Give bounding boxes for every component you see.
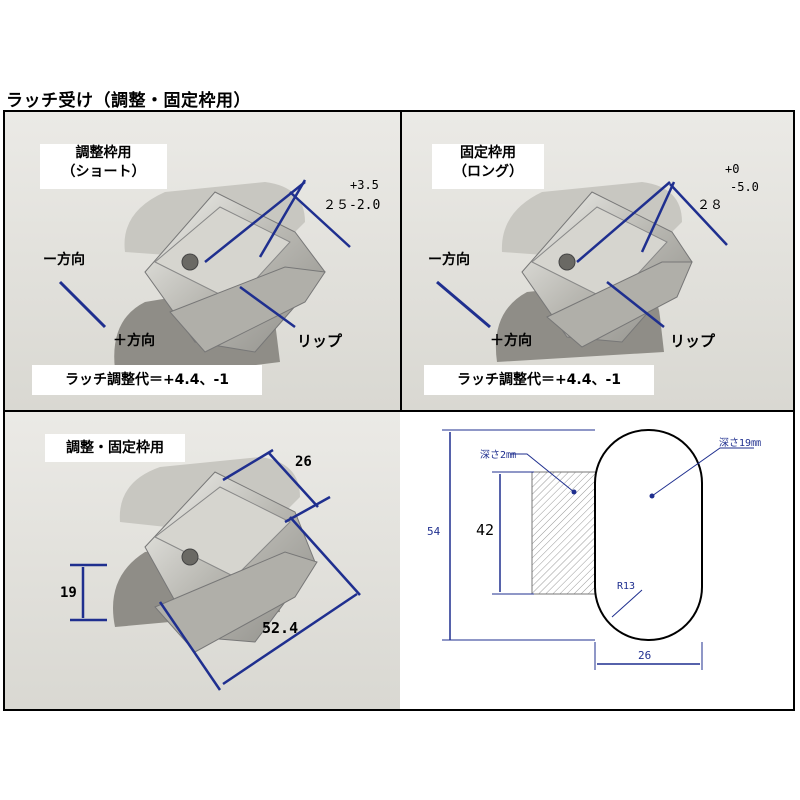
panel-short: 調整枠用 （ショート） +3.5 ２５-2.0 ー方向 ＋方向 リップ ラッチ調… — [5, 112, 400, 410]
label-common: 調整・固定枠用 — [45, 434, 185, 462]
dimension-short: ２５-2.0 — [323, 198, 381, 213]
label-short-line2: （ショート） — [61, 164, 146, 180]
divider-horizontal — [3, 410, 795, 412]
dimension-42: 42 — [476, 521, 495, 539]
adjust-range-long: ラッチ調整代＝+4.4、-1 — [424, 365, 654, 395]
label-long-line2: （ロング） — [453, 164, 523, 180]
depth-small-label: 深さ2㎜ — [480, 450, 517, 461]
dimension-54: 54 — [427, 525, 441, 538]
panel-drawing: 深さ2㎜ 深さ19㎜ 54 42 R13 26 — [402, 412, 793, 709]
radius-r13: R13 — [617, 581, 636, 592]
minus-direction-long: ー方向 — [428, 252, 470, 268]
panel-long: 固定枠用 （ロング） +0 ２８ -5.0 ー方向 ＋方向 リップ ラッチ調整代… — [402, 112, 793, 410]
lip-label-long: リップ — [670, 332, 716, 350]
dimension-26-photo: 26 — [295, 454, 312, 470]
lip-label-short: リップ — [297, 332, 343, 350]
plus-direction-short: ＋方向 — [113, 333, 155, 349]
tolerance-minus-long: -5.0 — [730, 180, 759, 194]
dimension-long: ２８ — [697, 198, 724, 213]
tolerance-plus-short: +3.5 — [350, 178, 379, 192]
label-short: 調整枠用 （ショート） — [40, 144, 167, 189]
dimension-26-drawing: 26 — [638, 649, 652, 662]
dimension-19: 19 — [60, 585, 77, 601]
plus-direction-long: ＋方向 — [490, 333, 532, 349]
label-long: 固定枠用 （ロング） — [432, 144, 544, 189]
panel-common: 調整・固定枠用 26 19 52.4 — [5, 412, 400, 709]
label-long-line1: 固定枠用 — [460, 145, 516, 161]
tolerance-plus-long: +0 — [725, 162, 740, 176]
mortise-drawing — [402, 412, 793, 709]
adjust-range-short: ラッチ調整代＝+4.4、-1 — [32, 365, 262, 395]
depth-large-label: 深さ19㎜ — [719, 438, 762, 449]
dimension-52-4: 52.4 — [262, 619, 299, 637]
page-title: ラッチ受け（調整・固定枠用） — [6, 91, 251, 111]
minus-direction-short: ー方向 — [43, 252, 85, 268]
divider-vertical — [400, 110, 402, 410]
label-short-line1: 調整枠用 — [75, 145, 132, 161]
